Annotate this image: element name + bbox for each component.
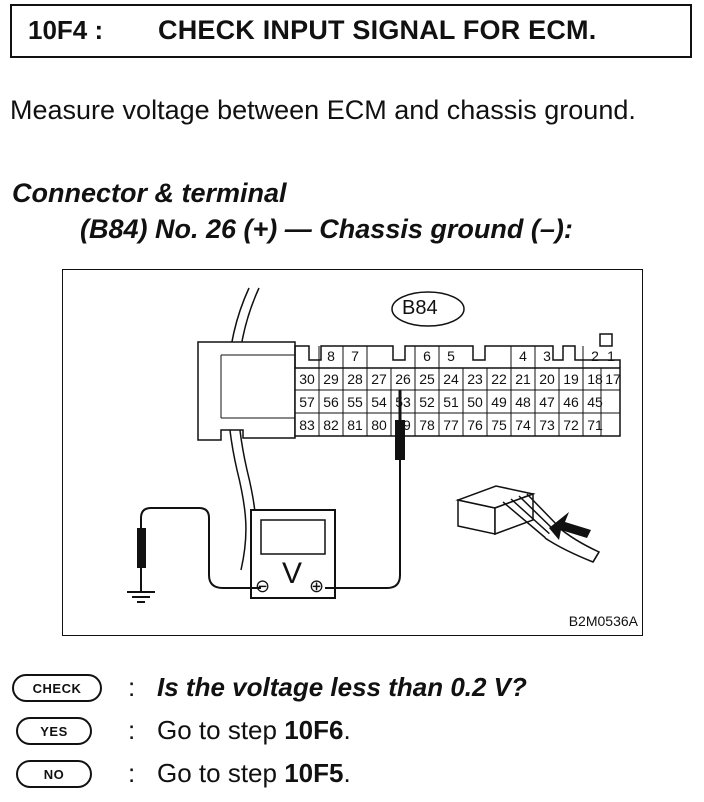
step-title: CHECK INPUT SIGNAL FOR ECM. (158, 15, 597, 45)
terminal-54: 54 (371, 394, 387, 410)
yes-row: YES : Go to step 10F6. (0, 715, 704, 751)
terminal-46: 46 (563, 394, 579, 410)
terminal-79: 79 (395, 417, 411, 433)
check-row: CHECK : Is the voltage less than 0.2 V? (0, 672, 704, 708)
terminal-75: 75 (491, 417, 507, 433)
terminal-81: 81 (347, 417, 363, 433)
terminal-73: 73 (539, 417, 555, 433)
plus-terminal: ⊕ (309, 576, 325, 596)
terminal-29: 29 (323, 371, 339, 387)
terminal-6: 6 (423, 348, 431, 364)
terminal-3: 3 (543, 348, 551, 364)
connector-diagram (127, 287, 621, 603)
connector-detail: (B84) No. 26 (+) — Chassis ground (–): (80, 214, 573, 244)
minus-terminal: ⊖ (255, 576, 271, 596)
terminal-28: 28 (347, 371, 363, 387)
check-badge: CHECK (12, 674, 102, 702)
terminal-80: 80 (371, 417, 387, 433)
terminal-5: 5 (447, 348, 455, 364)
terminal-20: 20 (539, 371, 555, 387)
terminal-45: 45 (587, 394, 603, 410)
terminal-57: 57 (299, 394, 315, 410)
terminal-8: 8 (327, 348, 335, 364)
terminal-49: 49 (491, 394, 507, 410)
terminal-30: 30 (299, 371, 315, 387)
terminal-19: 19 (563, 371, 579, 387)
terminal-1: 1 (607, 348, 615, 364)
terminal-18: 18 (587, 371, 603, 387)
terminal-53: 53 (395, 394, 411, 410)
terminal-78: 78 (419, 417, 435, 433)
yes-prefix: Go to step (157, 715, 285, 745)
connector-label: B84 (402, 297, 438, 319)
terminal-50: 50 (467, 394, 483, 410)
terminal-83: 83 (299, 417, 315, 433)
terminal-17: 17 (605, 371, 621, 387)
meter-symbol: V (282, 557, 303, 590)
figure-code: B2M0536A (568, 613, 638, 629)
terminal-7: 7 (351, 348, 359, 364)
no-suffix: . (343, 758, 351, 788)
yes-step-link[interactable]: 10F6 (284, 715, 344, 745)
terminal-82: 82 (323, 417, 339, 433)
check-question: Is the voltage less than 0.2 V? (157, 672, 527, 702)
step-header: 10F4 : CHECK INPUT SIGNAL FOR ECM. (10, 4, 692, 58)
terminal-55: 55 (347, 394, 363, 410)
terminal-2: 2 (591, 348, 599, 364)
yes-colon: : (128, 715, 136, 745)
instruction-text: Measure voltage between ECM and chassis … (10, 95, 636, 125)
terminal-71: 71 (587, 417, 603, 433)
yes-badge: YES (16, 717, 92, 745)
terminal-26: 26 (395, 371, 411, 387)
terminal-21: 21 (515, 371, 531, 387)
no-prefix: Go to step (157, 758, 285, 788)
no-answer: Go to step 10F5. (157, 758, 351, 789)
terminal-27: 27 (371, 371, 387, 387)
terminal-74: 74 (515, 417, 531, 433)
terminal-76: 76 (467, 417, 483, 433)
yes-suffix: . (343, 715, 351, 745)
no-row: NO : Go to step 10F5. (0, 758, 704, 794)
terminal-52: 52 (419, 394, 435, 410)
terminal-72: 72 (563, 417, 579, 433)
terminal-24: 24 (443, 371, 459, 387)
no-badge: NO (16, 760, 92, 788)
connector-heading: Connector & terminal (12, 178, 287, 208)
terminal-47: 47 (539, 394, 555, 410)
terminal-22: 22 (491, 371, 507, 387)
terminal-56: 56 (323, 394, 339, 410)
no-colon: : (128, 758, 136, 788)
terminal-4: 4 (519, 348, 527, 364)
terminal-77: 77 (443, 417, 459, 433)
terminal-25: 25 (419, 371, 435, 387)
check-colon: : (128, 672, 136, 702)
terminal-48: 48 (515, 394, 531, 410)
terminal-23: 23 (467, 371, 483, 387)
step-code: 10F4 : (28, 15, 104, 45)
terminal-51: 51 (443, 394, 459, 410)
yes-answer: Go to step 10F6. (157, 715, 351, 746)
no-step-link[interactable]: 10F5 (284, 758, 344, 788)
